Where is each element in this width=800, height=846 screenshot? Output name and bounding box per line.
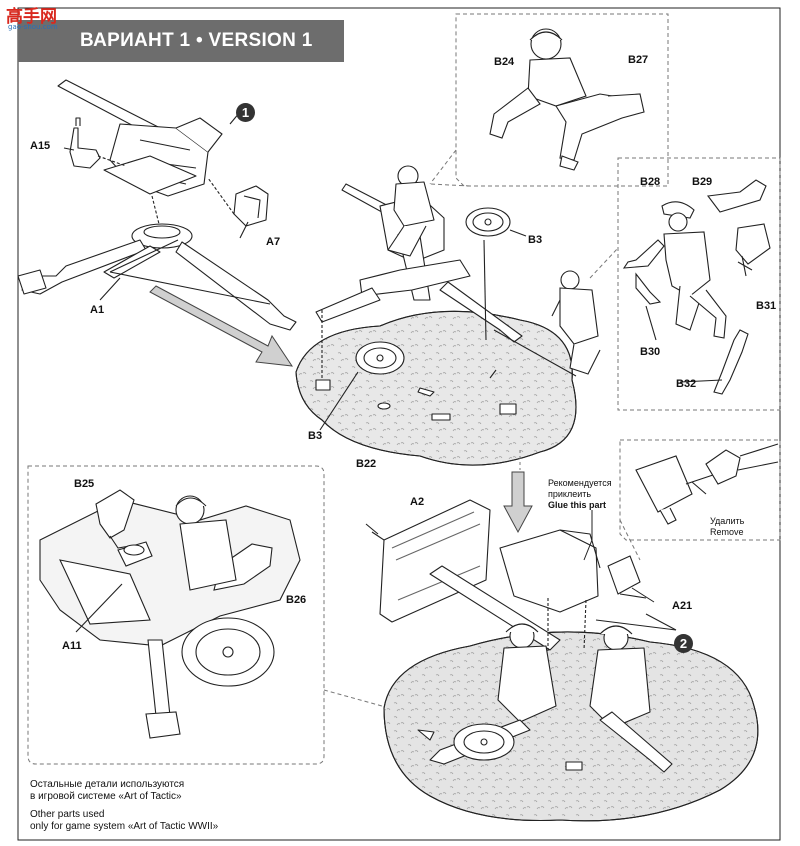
version-title: ВАРИАНТ 1 • VERSION 1 <box>80 30 313 51</box>
arm-b25 <box>95 489 135 539</box>
site-logo-text: 高手网 <box>6 7 57 27</box>
glue-note: Рекомендуется приклеить Glue this part <box>548 478 612 511</box>
label-a11: A11 <box>62 640 82 652</box>
label-b28: B28 <box>640 176 661 188</box>
step-arrow-down <box>503 471 533 534</box>
site-logo-domain: gao-shou.com <box>8 23 58 31</box>
kneeling-crewman <box>551 270 601 375</box>
label-a1: A1 <box>90 304 105 316</box>
remove-note: Удалить Remove <box>710 516 744 538</box>
label-a21: A21 <box>672 600 693 612</box>
trail-leg-right <box>439 281 523 343</box>
footer-en-1: Other parts used <box>30 809 105 820</box>
label-b3-bottom: B3 <box>308 430 323 442</box>
part-a15 <box>69 127 101 169</box>
step-arrow-diagonal <box>149 285 294 367</box>
tripod-leg-left <box>21 239 147 295</box>
weapon-b32 <box>713 329 749 395</box>
gun-shield-a2 <box>379 499 491 623</box>
label-b30: B30 <box>640 346 661 358</box>
remove-sprue-art <box>635 443 779 525</box>
arm-b30 <box>622 239 665 269</box>
site-logo: 高手网 gao-shou.com <box>2 2 72 32</box>
gun-on-base-scene <box>295 165 577 466</box>
tripod-leg-right <box>175 241 297 331</box>
part-a7 <box>233 185 269 227</box>
label-b32: B32 <box>676 378 697 390</box>
label-b31: B31 <box>756 300 777 312</box>
label-a2: A2 <box>410 496 425 508</box>
label-b26: B26 <box>286 594 307 606</box>
glue-note-ru-2: приклеить <box>548 489 592 499</box>
trail-leg-left <box>315 287 381 323</box>
version-banner: ВАРИАНТ 1 • VERSION 1 <box>18 20 344 62</box>
final-assembly-scene <box>365 499 759 822</box>
wheel-b3-bottom <box>319 341 405 431</box>
callout-crew-detail <box>27 465 325 765</box>
callout-remove-detail <box>619 439 781 541</box>
footer-en-2: only for game system «Art of Tactic WWII… <box>30 821 219 832</box>
callout-figures-right <box>617 157 781 411</box>
remove-note-ru: Удалить <box>710 516 745 526</box>
page-frame <box>17 7 781 841</box>
remove-note-en: Remove <box>710 527 744 537</box>
label-b24: B24 <box>494 56 515 68</box>
glue-note-en: Glue this part <box>548 500 607 510</box>
label-b27: B27 <box>628 54 649 66</box>
seated-figure-b24-b27 <box>489 28 645 171</box>
footer-ru-2: в игровой системе «Art of Tactic» <box>30 791 182 802</box>
footer-ru-1: Остальные детали используются <box>30 779 185 790</box>
footer-note: Остальные детали используются в игровой … <box>30 779 218 833</box>
label-b22: B22 <box>356 458 377 470</box>
label-b29: B29 <box>692 176 713 188</box>
label-a15: A15 <box>30 140 51 152</box>
label-b25: B25 <box>74 478 95 490</box>
arm-b29 <box>706 179 767 213</box>
gun-exploded-group <box>17 79 297 331</box>
glue-note-ru-1: Рекомендуется <box>548 478 612 488</box>
crew-detail-art <box>39 489 301 739</box>
standing-figure-b28-b32 <box>622 179 771 395</box>
helmet-b31 <box>735 223 771 265</box>
wheel-b3-top <box>465 207 527 237</box>
step-2-badge: 2 <box>674 634 693 653</box>
step-1-badge: 1 <box>236 103 255 122</box>
part-a21 <box>607 555 641 595</box>
label-b3-top: B3 <box>528 234 543 246</box>
label-a7: A7 <box>266 236 281 248</box>
